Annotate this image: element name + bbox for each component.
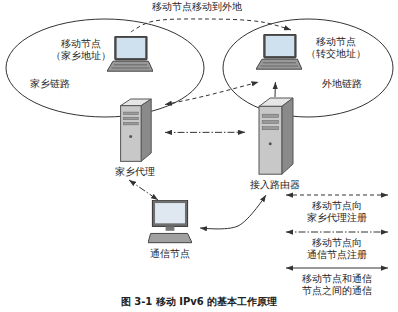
- home-agent: 家乡代理: [105, 98, 165, 180]
- laptop-keys: [263, 62, 296, 63]
- laptop-screen-frame: [115, 36, 147, 60]
- server-icon: [117, 98, 153, 162]
- node-label: 移动节点 （家乡地址）: [51, 38, 111, 62]
- server-side: [282, 98, 293, 174]
- server-bay: [123, 117, 138, 120]
- node-label: 通信节点: [150, 248, 190, 260]
- server-bay: [123, 112, 138, 115]
- link-ellipse-outline: [6, 19, 204, 117]
- link-ellipse-outline: [223, 19, 393, 117]
- laptop-icon: [256, 34, 302, 74]
- mobile-node: 移动节点 （转交地址）: [252, 30, 382, 82]
- monitor-stand: [166, 226, 175, 230]
- link-region: 家乡链路 移动节点 （家乡地址）: [5, 18, 205, 118]
- edge-label: 移动节点移动到外地: [150, 1, 244, 13]
- server-drawing: [259, 98, 293, 174]
- monitor-screen: [155, 203, 185, 223]
- legend-line-sample: [282, 190, 392, 200]
- node-label: 移动节点 （转交地址）: [306, 36, 366, 60]
- link-region: 外地链路 移动节点 （转交地址）: [222, 18, 394, 118]
- laptop-icon: [107, 36, 153, 76]
- laptop-drawing: [256, 34, 302, 69]
- keyboard: [148, 233, 192, 242]
- connector: [200, 195, 266, 229]
- legend-line-sample: [282, 263, 392, 273]
- laptop-screen: [117, 38, 146, 58]
- server-side: [141, 99, 151, 161]
- laptop-keys: [112, 68, 150, 69]
- server-bay: [262, 114, 278, 117]
- region-label: 外地链路: [322, 78, 362, 90]
- legend-text: 移动节点向 家乡代理注册: [307, 200, 367, 224]
- connector: [275, 82, 276, 97]
- server-light: [269, 142, 272, 145]
- figure-caption: 图 3-1 移动 IPv6 的基本工作原理: [0, 296, 398, 308]
- laptop-keys: [114, 64, 147, 65]
- node-label: 接入路由器: [250, 179, 300, 191]
- region-label: 家乡链路: [30, 78, 70, 90]
- monitor-frame: [152, 200, 187, 226]
- link-ellipse: [222, 18, 394, 118]
- server-bay: [123, 122, 138, 125]
- correspondent-node: 通信节点: [140, 200, 200, 262]
- link-ellipse: [5, 18, 205, 118]
- legend-text: 移动节点和通信 节点之间的通信: [302, 273, 372, 297]
- server-front: [259, 106, 282, 174]
- pc-icon: [148, 200, 192, 244]
- legend-line: [286, 232, 388, 233]
- laptop-base: [256, 59, 302, 69]
- connector: [165, 132, 245, 133]
- access-router: 接入路由器: [245, 97, 305, 195]
- legend-line: [286, 195, 388, 196]
- legend-item: 移动节点和通信 节点之间的通信: [282, 263, 392, 297]
- legend-text: 移动节点向 通信节点注册: [307, 237, 367, 261]
- connector: [165, 82, 259, 105]
- legend-line: [286, 268, 388, 269]
- server-drawing: [121, 99, 152, 161]
- laptop-drawing: [107, 36, 153, 71]
- laptop-screen-frame: [264, 34, 296, 58]
- laptop-base: [107, 61, 153, 71]
- pc-drawing: [148, 200, 192, 243]
- node-label: 家乡代理: [115, 166, 155, 178]
- server-bay: [262, 127, 278, 130]
- connector: [129, 180, 158, 200]
- laptop-screen: [266, 36, 295, 56]
- legend-item: 移动节点向 通信节点注册: [282, 227, 392, 261]
- laptop-keys: [261, 66, 299, 67]
- server-bay: [262, 120, 278, 123]
- legend-line-sample: [282, 227, 392, 237]
- server-light: [129, 135, 132, 138]
- server-front: [121, 106, 142, 162]
- server-icon: [255, 97, 295, 175]
- legend-item: 移动节点向 家乡代理注册: [282, 190, 392, 224]
